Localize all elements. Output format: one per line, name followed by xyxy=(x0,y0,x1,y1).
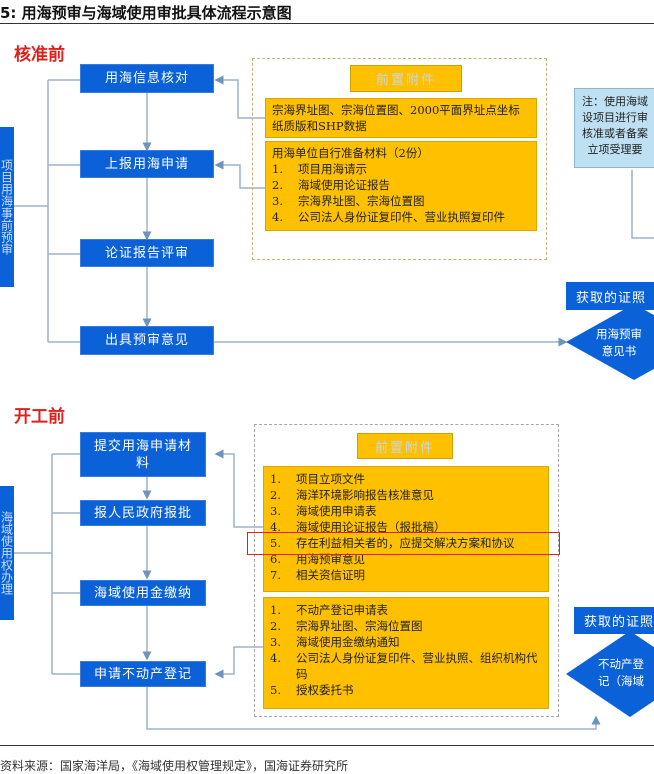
step-apply-real-estate-registration[interactable]: 申请不动产登记 xyxy=(80,661,206,687)
list-item: 2.海洋环境影响报告核准意见 xyxy=(270,488,434,502)
step-issue-pre-review-opinion[interactable]: 出具预审意见 xyxy=(80,326,214,355)
step-pay-sea-use-fee[interactable]: 海域使用金缴纳 xyxy=(80,580,206,606)
s2-cert-header: 获取的证照 xyxy=(574,607,654,634)
footer-divider xyxy=(0,745,654,746)
side-box-sea-use-right: 海域使用权办理 xyxy=(0,486,14,620)
step-report-to-government[interactable]: 报人民政府报批 xyxy=(80,500,206,526)
side-box-label: 项目用海事前预审 xyxy=(0,159,14,255)
side-box-label: 海域使用权办理 xyxy=(0,511,14,595)
s1-cert-header: 获取的证照 xyxy=(566,282,654,310)
list-item: 1.项目用海请示 xyxy=(272,162,367,176)
s1-attachment-materials: 用海单位自行准备材料（2份） 1.项目用海请示 2.海域使用论证报告 3.宗海界… xyxy=(265,141,537,231)
list-item: 4.海域使用论证报告（报批稿） xyxy=(270,520,446,534)
list-item: 1.不动产登记申请表 xyxy=(270,603,388,617)
list-item: 2.海域使用论证报告 xyxy=(272,178,390,192)
list-item: 1.项目立项文件 xyxy=(270,472,365,486)
step-submit-sea-use-application[interactable]: 上报用海申请 xyxy=(80,150,214,178)
list-item: 3.海域使用金缴纳通知 xyxy=(270,635,400,649)
s2-attachments-group xyxy=(254,424,559,717)
list-item: 7.相关资信证明 xyxy=(270,568,365,582)
section-label-before-construction: 开工前 xyxy=(14,407,65,427)
s1-attachments-tag: 前置附件 xyxy=(350,65,462,92)
s2-attachment-application-docs: 1.项目立项文件 2.海洋环境影响报告核准意见 3.海域使用申请表 4.海域使用… xyxy=(263,466,549,592)
step-sea-use-info-check[interactable]: 用海信息核对 xyxy=(80,64,214,93)
s1-materials-heading: 用海单位自行准备材料（2份） xyxy=(272,146,429,160)
step-submit-application-materials[interactable]: 提交用海申请材料 xyxy=(80,432,206,477)
s2-attachment-registration-docs: 1.不动产登记申请表 2.宗海界址图、宗海位置图 3.海域使用金缴纳通知 4.公… xyxy=(263,597,549,709)
side-box-pre-review: 项目用海事前预审 xyxy=(0,127,14,287)
s2-cert-diamond xyxy=(566,631,654,717)
list-item: 2.宗海界址图、宗海位置图 xyxy=(270,619,423,633)
figure-title: 5: 用海预审与海域使用审批具体流程示意图 xyxy=(0,4,292,22)
s1-cert-diamond xyxy=(566,304,654,380)
title-divider xyxy=(0,23,654,24)
s1-attachment-maps: 宗海界址图、宗海位置图、2000平面界址点坐标纸质版和SHP数据 xyxy=(265,98,537,138)
highlight-box-stakeholder-item xyxy=(247,532,560,555)
list-item: 4.公司法人身份证复印件、营业执照复印件 xyxy=(272,210,505,224)
s1-attachments-group xyxy=(252,58,547,260)
list-item: 3.海域使用申请表 xyxy=(270,504,377,518)
list-item: 3.宗海界址图、宗海位置图 xyxy=(272,194,425,208)
list-item: 5.授权委托书 xyxy=(270,683,354,697)
s2-attachments-tag: 前置附件 xyxy=(357,433,453,459)
list-item-highlighted: 5.存在利益相关者的，应提交解决方案和协议 xyxy=(270,536,515,550)
step-report-review[interactable]: 论证报告评审 xyxy=(80,239,214,267)
section-label-before-approval: 核准前 xyxy=(14,45,65,65)
s1-note: 注：使用海域 设项目进行审 核准或者备案 立项受理要 xyxy=(574,88,654,168)
list-item: 4.公司法人身份证复印件、营业执照、组织机构代码 xyxy=(270,651,538,681)
s1-cert-diamond-label: 用海预审 意见书 xyxy=(596,327,642,358)
s2-cert-diamond-label: 不动产登 记（海域 xyxy=(598,657,644,688)
list-item: 6.用海预审意见 xyxy=(270,552,365,566)
